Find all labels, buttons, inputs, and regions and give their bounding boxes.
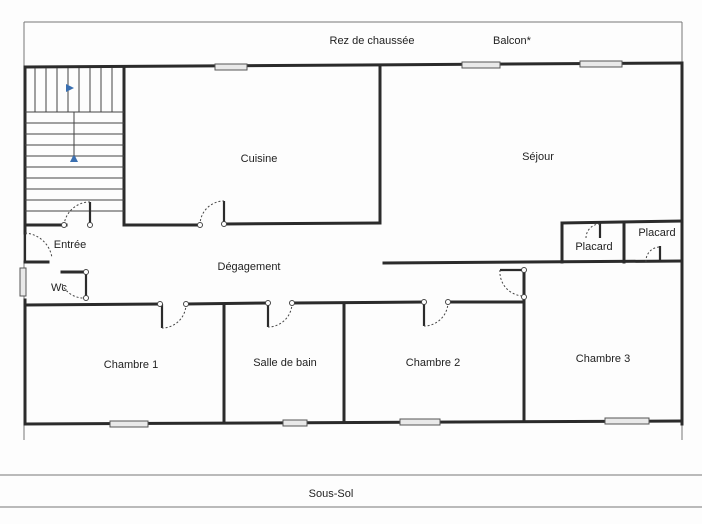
- room-label-degagement: Dégagement: [218, 261, 281, 273]
- room-label-chambre-3: Chambre 3: [576, 353, 630, 365]
- stair-arrow-right-icon: [66, 84, 74, 92]
- corridor-walls: [23, 259, 684, 425]
- room-label-sejour: Séjour: [522, 151, 554, 163]
- staircase: [23, 65, 126, 227]
- basement-label: Sous-Sol: [309, 488, 354, 500]
- doors: [23, 200, 662, 329]
- window-chambre-2: [399, 418, 441, 426]
- window-wc: [19, 267, 27, 297]
- room-label-salle-de-bain: Salle de bain: [253, 357, 317, 369]
- window-bathroom: [282, 419, 308, 427]
- window-chambre-1: [109, 420, 149, 428]
- stair-arrow-up-icon: [70, 154, 78, 162]
- kitchen-walls: [122, 63, 382, 227]
- floor-title: Rez de chaussée: [330, 35, 415, 47]
- window-kitchen: [214, 63, 248, 71]
- window-living-2: [579, 60, 623, 68]
- room-label-wc: Wc: [51, 282, 67, 294]
- wc-walls: [23, 260, 88, 274]
- balcony-label: Balcon*: [493, 35, 532, 47]
- room-label-placard-2: Placard: [638, 227, 675, 239]
- room-label-entree: Entrée: [54, 239, 86, 251]
- room-label-chambre-1: Chambre 1: [104, 359, 158, 371]
- closet-walls: [560, 219, 684, 264]
- window-chambre-3: [604, 417, 650, 425]
- room-label-placard-1: Placard: [575, 241, 612, 253]
- window-living-1: [461, 61, 501, 69]
- room-label-chambre-2: Chambre 2: [406, 357, 460, 369]
- windows: [19, 60, 650, 428]
- room-label-cuisine: Cuisine: [241, 153, 278, 165]
